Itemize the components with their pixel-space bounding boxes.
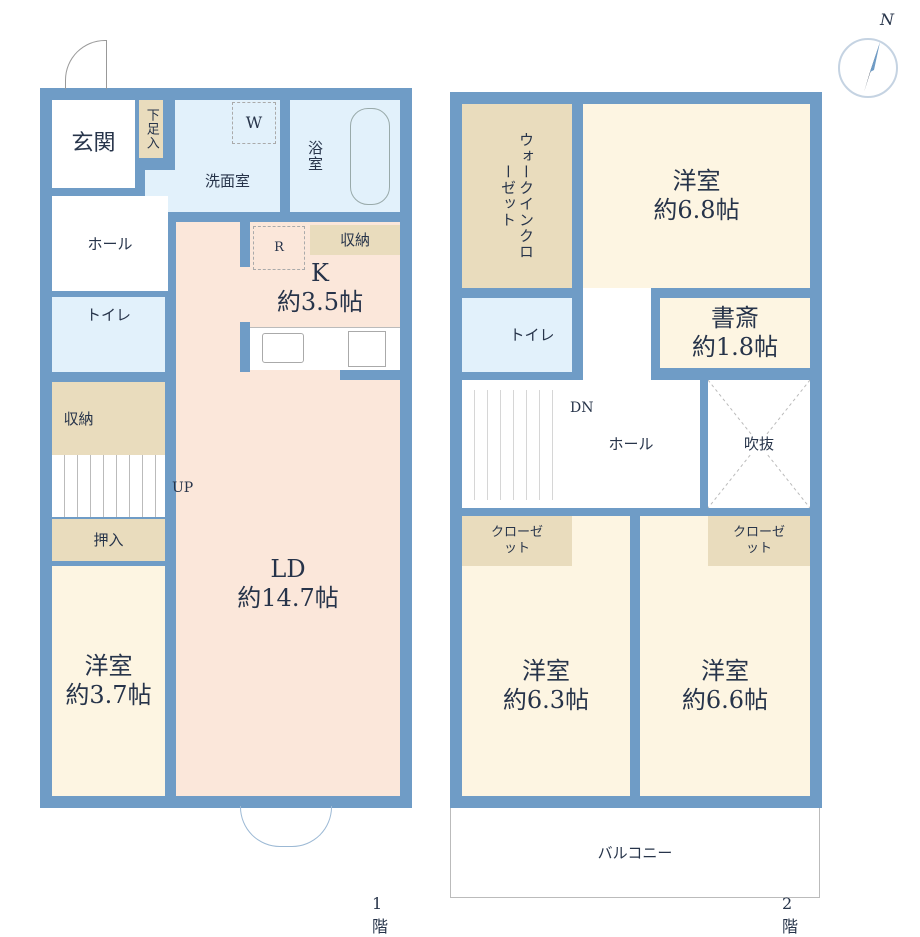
entrance-door xyxy=(65,40,107,89)
compass-north-label: N xyxy=(880,10,894,29)
room-name: 書斎 xyxy=(711,304,759,333)
room-name: K xyxy=(311,258,329,287)
hall-passage xyxy=(583,288,651,380)
room-name: 洋室 xyxy=(522,657,570,686)
kitchen-storage: 収納 xyxy=(310,225,400,255)
room-fukinuke: 吹抜 xyxy=(708,380,810,508)
stairs-2f xyxy=(462,390,562,500)
kitchen-counter xyxy=(250,327,400,370)
washer-icon: W xyxy=(232,102,276,144)
room-label: 玄関 xyxy=(71,130,116,156)
room-label: バルコニー xyxy=(597,843,673,862)
fridge-icon: R xyxy=(253,226,305,270)
room-label: 洗面室 xyxy=(204,172,250,190)
room-name: 洋室 xyxy=(701,657,749,686)
room-size: 約6.8帖 xyxy=(653,196,740,224)
room-size: 約6.3帖 xyxy=(502,686,590,714)
room-hall: ホール xyxy=(52,196,168,291)
room-yoshitsu-1f: 洋室約3.7帖 xyxy=(52,566,165,796)
room-label: トイレ xyxy=(85,305,131,324)
room-name: 洋室 xyxy=(672,167,721,196)
ld-patio-door xyxy=(240,806,332,847)
room-size: 約3.7帖 xyxy=(65,681,152,709)
stairs xyxy=(52,455,165,517)
stairs-down-label: DN xyxy=(570,400,594,416)
room-size: 約1.8帖 xyxy=(691,333,779,361)
room-toilet: トイレ xyxy=(52,297,165,372)
room-size: 約3.5帖 xyxy=(276,287,364,316)
room-oshiire: 押入 xyxy=(52,519,165,561)
room-genkan: 玄関 xyxy=(52,100,135,188)
room-toilet-2f: トイレ xyxy=(462,298,572,372)
room-shosai: 書斎約1.8帖 xyxy=(660,298,810,368)
room-label: 収納 xyxy=(63,409,94,428)
fridge-label: R xyxy=(274,240,284,256)
room-size: 約14.7帖 xyxy=(237,584,339,612)
room-name: LD xyxy=(270,555,306,584)
room-getabako: 下足入 xyxy=(139,100,163,158)
closet-left: クローゼット xyxy=(462,516,572,566)
room-label: 吹抜 xyxy=(743,435,774,453)
room-senmen: 洗面室 xyxy=(175,100,280,212)
room-label: ウォークインクローゼット xyxy=(499,132,535,260)
room-label: 浴室 xyxy=(306,140,324,172)
room-name: 洋室 xyxy=(84,652,133,681)
room-wic: ウォークインクローゼット xyxy=(462,104,572,288)
floor-1-label: 1階 xyxy=(372,894,389,936)
room-label: クローゼット xyxy=(732,525,785,556)
sink-icon xyxy=(262,333,304,363)
room-label: ホール xyxy=(608,435,654,453)
room-label: クローゼット xyxy=(490,525,543,556)
room-label: 収納 xyxy=(339,231,370,249)
room-label: 押入 xyxy=(93,531,124,549)
washer-label: W xyxy=(245,113,263,133)
room-label: ホール xyxy=(87,234,133,253)
balcony: バルコニー xyxy=(450,808,820,898)
kitchen-wall xyxy=(240,322,250,372)
stairs-up-label: UP xyxy=(172,480,194,496)
room-size: 約6.6帖 xyxy=(681,686,769,714)
bathtub-icon xyxy=(350,108,390,205)
compass-icon xyxy=(838,38,898,98)
room-storage: 収納 xyxy=(52,382,165,455)
room-label: トイレ xyxy=(509,326,555,344)
room-label: 下足入 xyxy=(143,108,159,150)
closet-right: クローゼット xyxy=(708,516,810,566)
floor-2-label: 2階 xyxy=(782,894,799,936)
kitchen-wall xyxy=(340,370,400,380)
stove-icon xyxy=(348,331,386,367)
room-yoshitsu-68: 洋室約6.8帖 xyxy=(583,104,810,288)
kitchen-wall xyxy=(240,222,250,267)
